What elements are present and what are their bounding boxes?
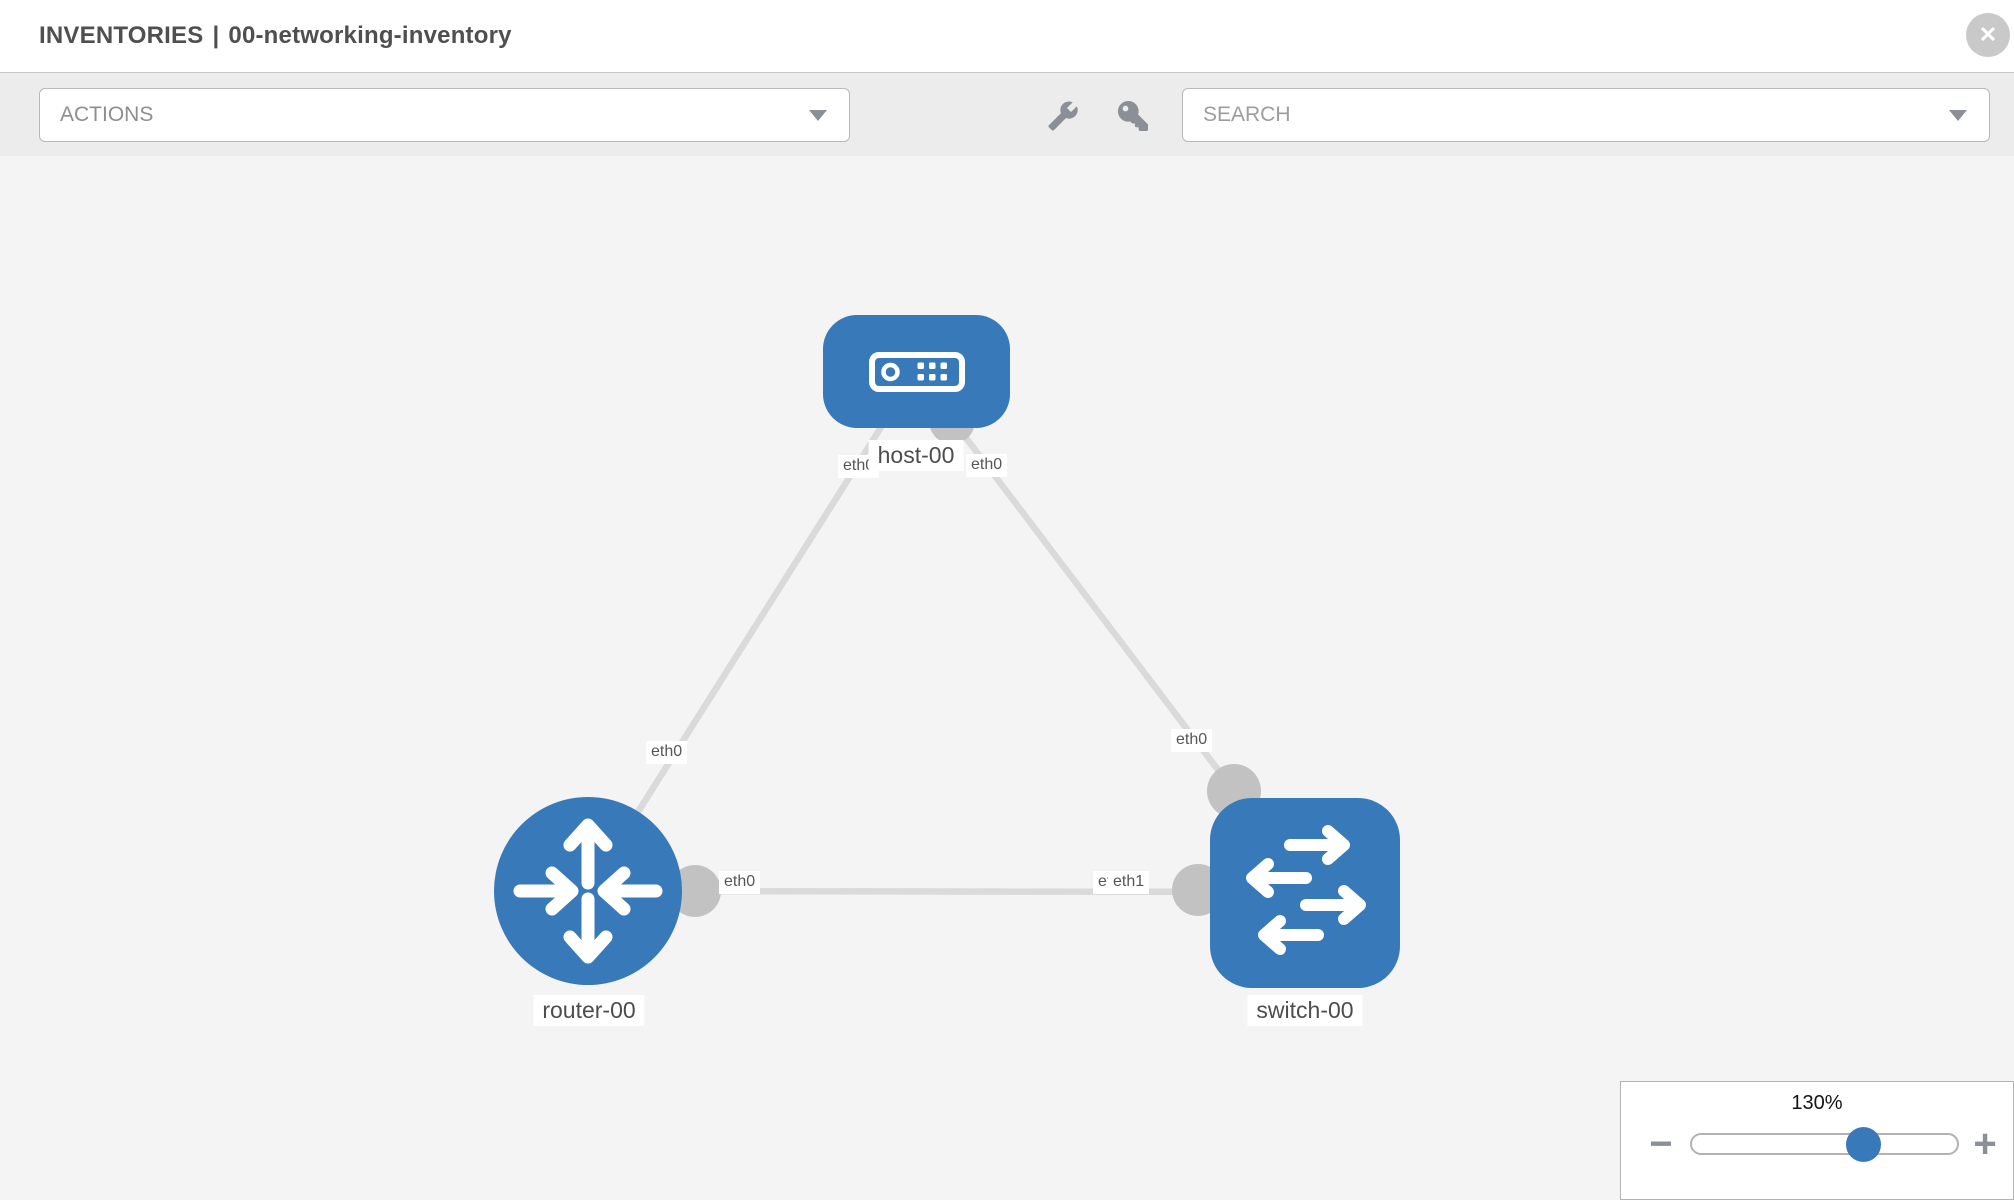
key-icon [1118,101,1148,131]
zoom-level-value: 130% [1791,1092,1843,1114]
header: INVENTORIES | 00-networking-inventory ✕ [0,0,2014,72]
plus-icon: + [1973,1122,1997,1166]
iface-label-switch-eth0-top: eth0 [1171,729,1213,752]
section-label: INVENTORIES [39,22,204,49]
chevron-down-icon [809,110,827,121]
iface-label-host-eth0-right: eth0 [966,454,1008,477]
iface-label-router-eth0-top: eth0 [646,741,688,764]
minus-icon: − [1649,1122,1673,1166]
host-device-icon [868,351,965,392]
zoom-out-button[interactable]: − [1645,1124,1677,1164]
iface-label-switch-eth1-left: eth1 [1108,871,1150,894]
node-label-switch-00[interactable]: switch-00 [1247,995,1363,1026]
actions-dropdown-label: ACTIONS [60,103,154,126]
zoom-panel: 130% − + [1620,1081,2014,1200]
node-router-00[interactable] [494,797,682,985]
zoom-in-button[interactable]: + [1969,1124,2001,1164]
inventory-name: 00-networking-inventory [228,22,512,49]
node-label-router-00[interactable]: router-00 [533,995,645,1026]
wrench-icon [1048,101,1078,131]
close-button[interactable]: ✕ [1966,13,2010,57]
key-button[interactable] [1114,97,1152,135]
iface-label-router-eth0-right: eth0 [719,871,761,894]
toolbar: ACTIONS SEARCH [0,72,2014,157]
search-placeholder: SEARCH [1203,103,1291,126]
actions-dropdown[interactable]: ACTIONS [39,88,850,142]
wrench-button[interactable] [1044,97,1082,135]
topology-canvas[interactable]: eth0 eth0 eth0 eth0 eth0 eth0 eth1 host-… [0,156,2014,1200]
node-host-00[interactable] [823,315,1010,428]
switch-arrows-icon [1246,825,1366,955]
link-host-switch[interactable] [913,370,1237,793]
topology-links-layer [585,370,1306,917]
interface-dot [669,865,721,917]
router-arrows-icon [513,818,663,964]
zoom-slider-track[interactable] [1690,1133,1959,1155]
search-combobox[interactable]: SEARCH [1182,88,1990,142]
zoom-slider-thumb[interactable] [1846,1127,1881,1162]
page-title: INVENTORIES | 00-networking-inventory [39,0,512,72]
chevron-down-icon [1949,110,1967,121]
title-separator: | [212,22,220,49]
node-label-host-00[interactable]: host-00 [868,440,964,471]
close-icon: ✕ [1978,22,1998,47]
node-switch-00[interactable] [1210,798,1400,988]
